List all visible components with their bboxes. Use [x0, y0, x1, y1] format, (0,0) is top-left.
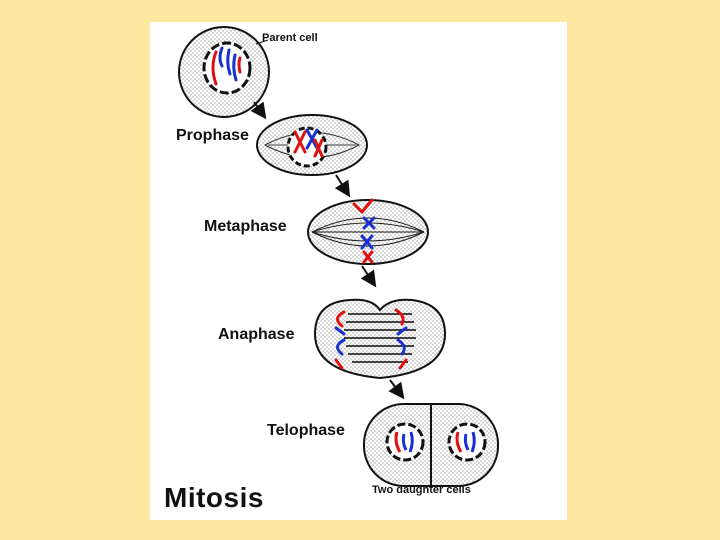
anaphase-chromosomes — [334, 308, 408, 370]
arrow-icon — [334, 174, 351, 198]
label-prophase: Prophase — [176, 127, 249, 144]
diagram-panel: Parent cell Prophase Metaphase Anaphase … — [150, 22, 567, 520]
label-parent-cell: Parent cell — [262, 32, 318, 44]
label-telophase: Telophase — [267, 422, 345, 439]
parent-chromosomes — [211, 46, 242, 86]
anaphase-cell — [313, 298, 447, 380]
label-anaphase: Anaphase — [218, 326, 295, 343]
diagram-title: Mitosis — [164, 482, 264, 513]
label-metaphase: Metaphase — [204, 218, 287, 235]
prophase-chromosomes — [293, 128, 324, 158]
parent-label-pointer — [255, 39, 269, 45]
metaphase-chromosomes — [352, 198, 376, 264]
parent-cell — [178, 26, 270, 118]
daughter-nucleus-left — [385, 422, 425, 462]
daughter-cells — [363, 403, 499, 487]
daughter-nucleus-right — [447, 422, 487, 462]
mitosis-diagram — [178, 26, 499, 487]
arrow-icon — [388, 379, 405, 400]
prophase-cell — [256, 114, 368, 176]
arrow-icon — [360, 265, 377, 288]
metaphase-cell — [307, 198, 429, 265]
label-daughter-cells: Two daughter cells — [372, 484, 471, 496]
arrow-icon — [250, 101, 267, 120]
stage-arrows — [250, 101, 405, 400]
